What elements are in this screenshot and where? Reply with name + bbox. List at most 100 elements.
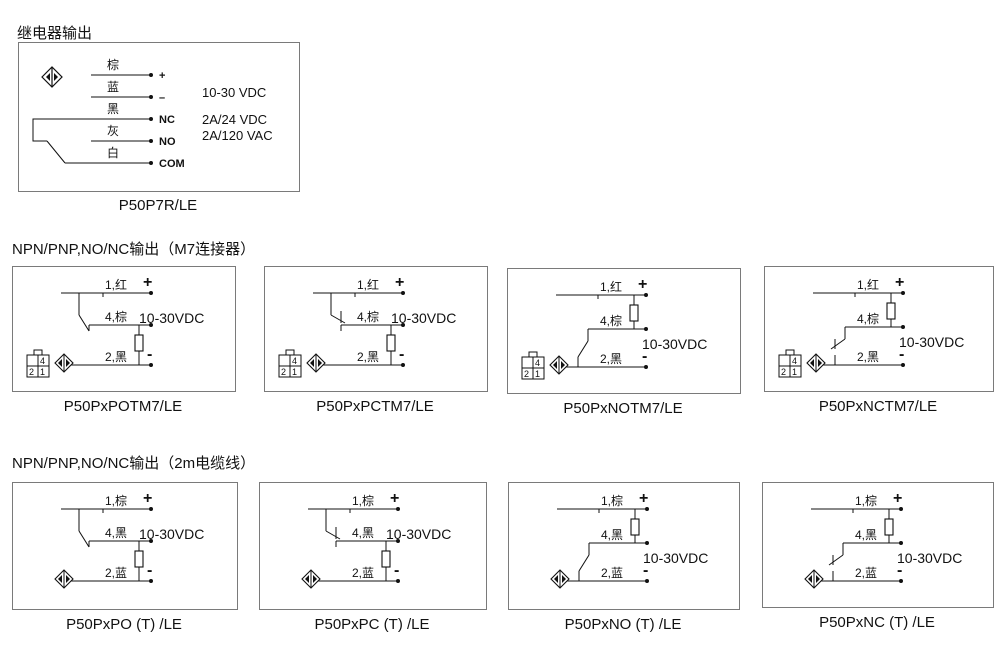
sensor-arrow bbox=[561, 361, 565, 369]
switch-contact bbox=[78, 314, 90, 332]
relay-spec-ac: 2A/120 VAC bbox=[202, 128, 273, 143]
terminal-dot bbox=[149, 579, 153, 583]
wire-label: 4,黑 bbox=[352, 526, 374, 540]
sensor-symbol-icon bbox=[54, 353, 74, 373]
connector-pin-label: 2 bbox=[781, 367, 786, 377]
relay-terminal-label: + bbox=[159, 70, 165, 82]
voltage-label: 10-30VDC bbox=[642, 336, 707, 352]
minus-sign: - bbox=[399, 346, 404, 363]
sensor-arrow bbox=[310, 359, 314, 367]
switch-contact bbox=[577, 340, 589, 358]
load-resistor bbox=[381, 550, 391, 568]
terminal-dot bbox=[396, 539, 400, 543]
diagram-caption: P50PxNCTM7/LE bbox=[818, 398, 938, 415]
sensor-arrow bbox=[58, 575, 62, 583]
relay-terminal-label: COM bbox=[159, 158, 185, 170]
sensor-arrow bbox=[313, 575, 317, 583]
sensor-symbol-icon bbox=[804, 569, 824, 589]
sensor-symbol-icon bbox=[54, 569, 74, 589]
wire-label: 1,红 bbox=[857, 277, 879, 292]
terminal-dot bbox=[645, 579, 649, 583]
terminal-dot bbox=[645, 507, 649, 511]
sensor-arrow bbox=[66, 359, 70, 367]
sensor-symbol-icon bbox=[306, 353, 326, 373]
wire-label: 2,黑 bbox=[357, 350, 379, 364]
wire-label: 1,红 bbox=[105, 277, 127, 292]
wire-label: 2,蓝 bbox=[352, 566, 374, 580]
voltage-label: 10-30VDC bbox=[386, 526, 451, 542]
sensor-symbol-icon bbox=[41, 66, 63, 88]
sensor-arrow bbox=[66, 575, 70, 583]
voltage-label: 10-30VDC bbox=[139, 310, 204, 326]
minus-sign: - bbox=[147, 346, 152, 363]
section-title-relay: 继电器输出 bbox=[17, 25, 93, 42]
load-resistor bbox=[134, 334, 144, 352]
wire-label: 4,棕 bbox=[857, 311, 879, 326]
minus-sign: - bbox=[642, 348, 647, 365]
terminal-dot bbox=[901, 325, 905, 329]
connector-pin-label: 1 bbox=[535, 369, 540, 379]
wire-label: 4,黑 bbox=[855, 528, 877, 542]
wire-label: 1,红 bbox=[357, 277, 379, 292]
wire-label: 1,棕 bbox=[601, 493, 623, 508]
plus-sign: + bbox=[638, 276, 647, 293]
diagram-caption: P50PxPCTM7/LE bbox=[316, 398, 434, 415]
connector-pin-label: 1 bbox=[792, 367, 797, 377]
terminal-dot bbox=[899, 541, 903, 545]
relay-terminal-label: NC bbox=[159, 114, 175, 126]
sensor-arrow bbox=[554, 575, 558, 583]
diagram-caption: P50PxPC (T) /LE bbox=[314, 616, 430, 633]
sensor-arrow bbox=[808, 575, 812, 583]
relay-wire-label: 棕 bbox=[107, 57, 119, 72]
connector-pin-label: 1 bbox=[292, 367, 297, 377]
sensor-symbol-icon bbox=[301, 569, 321, 589]
wire-label: 2,黑 bbox=[600, 352, 622, 366]
sensor-arrow bbox=[562, 575, 566, 583]
plus-sign: + bbox=[390, 490, 399, 507]
connector-key bbox=[285, 349, 295, 356]
terminal-dot bbox=[149, 539, 153, 543]
connector-pin-label: 4 bbox=[292, 356, 297, 366]
relay-wire-label: 黑 bbox=[107, 102, 119, 116]
sensor-arrow bbox=[818, 359, 822, 367]
switch-contact bbox=[828, 554, 844, 566]
terminal-dot bbox=[396, 507, 400, 511]
terminal-dot bbox=[899, 579, 903, 583]
sensor-symbol-icon bbox=[806, 353, 826, 373]
sensor-arrow bbox=[58, 359, 62, 367]
diagram-caption: P50PxNO (T) /LE bbox=[564, 616, 682, 633]
diagram-caption: P50PxNOTM7/LE bbox=[563, 400, 683, 417]
wiring-svg: 1,棕4,黑2,蓝+-10-30VDC bbox=[301, 490, 451, 589]
wire-label: 1,棕 bbox=[352, 493, 374, 508]
wire-label: 4,棕 bbox=[600, 313, 622, 328]
relay-wiring-diagram: 棕 蓝 黑 灰 白 + – NC NO COM 10-30 VDC 2A/24 … bbox=[18, 42, 300, 192]
wire-label: 1,红 bbox=[600, 279, 622, 294]
wire-label: 4,黑 bbox=[601, 528, 623, 542]
switch-contact bbox=[830, 338, 846, 350]
switch-contact bbox=[325, 530, 341, 540]
connector-key bbox=[785, 349, 795, 356]
minus-sign: - bbox=[899, 346, 904, 363]
load-resistor bbox=[386, 334, 396, 352]
connector-pin-label: 2 bbox=[29, 367, 34, 377]
relay-spec-voltage: 10-30 VDC bbox=[202, 85, 266, 100]
wire-label: 4,黑 bbox=[105, 526, 127, 540]
connector-pin-label: 4 bbox=[792, 356, 797, 366]
load-resistor bbox=[886, 302, 896, 320]
relay-wire-label: 蓝 bbox=[107, 80, 119, 94]
wire-label: 2,蓝 bbox=[855, 566, 877, 580]
load-resistor bbox=[629, 304, 639, 322]
terminal-dot bbox=[401, 363, 405, 367]
wire-label: 2,蓝 bbox=[105, 566, 127, 580]
relay-caption: P50P7R/LE bbox=[118, 197, 198, 214]
sensor-arrow bbox=[305, 575, 309, 583]
wire-label: 2,黑 bbox=[105, 350, 127, 364]
